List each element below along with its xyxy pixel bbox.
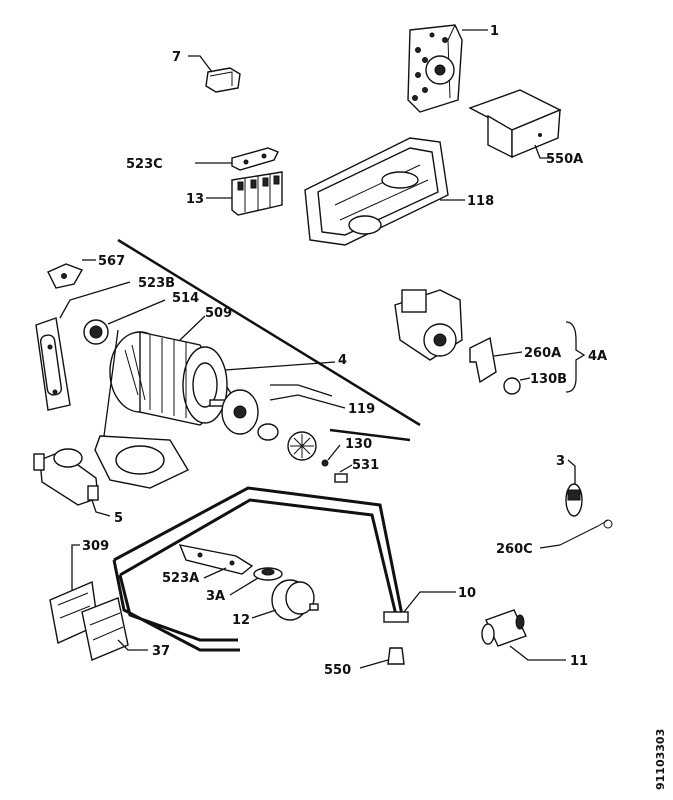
drawing-code: 91103303 [654, 729, 667, 790]
callout-567: 567 [98, 254, 125, 269]
part-509-motor [109, 315, 233, 426]
callout-260a: 260A [524, 346, 561, 361]
dividing-line [117, 238, 421, 427]
callout-4: 4 [338, 353, 347, 368]
callout-4a: 4A [588, 349, 607, 364]
part-1-timer [407, 24, 488, 113]
callout-3: 3 [556, 454, 565, 469]
part-10-heating-element [112, 486, 456, 652]
callout-118: 118 [467, 194, 494, 209]
leader-4 [224, 361, 336, 371]
part-impeller-assembly [221, 384, 346, 461]
part-130-531-screws [321, 444, 353, 483]
part-5-valve [33, 448, 111, 517]
part-11-filter [481, 609, 566, 661]
part-523c-bracket [195, 147, 279, 171]
callout-509: 509 [205, 306, 232, 321]
callout-1: 1 [490, 24, 499, 39]
dividing-line-extension [329, 428, 411, 442]
part-13-terminal-block [206, 171, 283, 216]
part-523b-switch-plate [35, 281, 131, 411]
callout-550: 550 [324, 663, 351, 678]
part-514-seal [83, 299, 166, 345]
part-550a-cover [468, 89, 562, 159]
callout-260c: 260C [496, 542, 533, 557]
callout-514: 514 [172, 291, 199, 306]
callout-523a: 523A [162, 571, 199, 586]
callout-130b: 130B [530, 372, 567, 387]
part-7-connector [188, 55, 241, 93]
callout-5: 5 [114, 511, 123, 526]
callout-523c: 523C [126, 157, 163, 172]
callout-3a: 3A [206, 589, 225, 604]
part-3-thermostat [565, 459, 583, 517]
callout-119: 119 [348, 402, 375, 417]
callout-13: 13 [186, 192, 204, 207]
part-260c-chain [539, 519, 613, 549]
part-550-plug [359, 647, 405, 669]
callout-11: 11 [570, 654, 588, 669]
callout-37: 37 [152, 644, 170, 659]
part-37-relay [81, 597, 148, 661]
callout-130: 130 [345, 437, 372, 452]
callout-309: 309 [82, 539, 109, 554]
part-118-dispenser [304, 137, 465, 246]
callout-523b: 523B [138, 276, 175, 291]
part-motor-gasket [94, 329, 189, 489]
part-12-pressure-switch [251, 579, 319, 621]
callout-7: 7 [172, 50, 181, 65]
callout-10: 10 [458, 586, 476, 601]
part-567-plate [47, 259, 96, 289]
callout-550a: 550A [546, 152, 583, 167]
callout-531: 531 [352, 458, 379, 473]
part-4a-pump-assembly [394, 289, 586, 395]
callout-12: 12 [232, 613, 250, 628]
part-523a-bracket [178, 544, 254, 579]
part-3a-thermostat [229, 567, 283, 596]
